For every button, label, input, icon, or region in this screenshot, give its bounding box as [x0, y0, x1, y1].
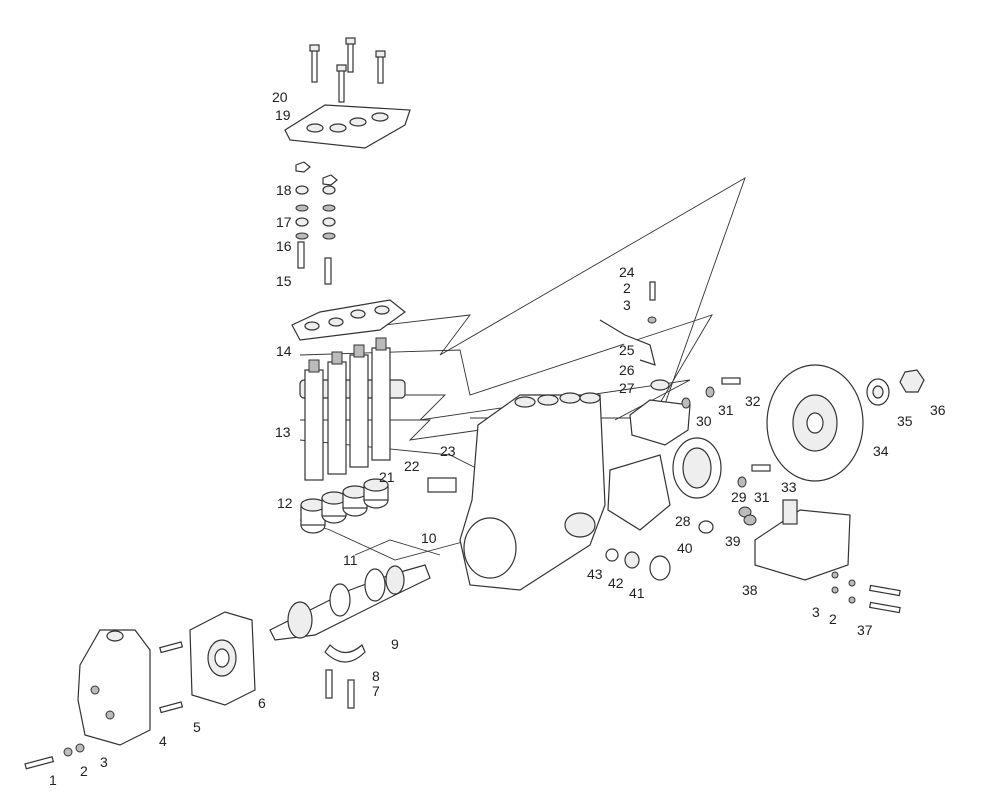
callout: 6 [258, 695, 266, 711]
callout: 39 [725, 533, 741, 549]
callout: 2 [80, 763, 88, 779]
callout: 33 [781, 479, 797, 495]
callout: 25 [619, 342, 635, 358]
callout: 15 [276, 273, 292, 289]
callout: 42 [608, 575, 624, 591]
callout: 31 [718, 402, 734, 418]
callout: 28 [675, 513, 691, 529]
governor-housing-4 [77, 629, 151, 746]
callout: 10 [421, 530, 437, 546]
callout-labels: 20 19 18 17 16 15 14 13 12 11 10 21 22 2… [49, 89, 946, 788]
valve-block-38 [698, 499, 901, 614]
bearing-bolts [324, 644, 366, 709]
covers [607, 397, 722, 531]
callout: 3 [100, 754, 108, 770]
callout: 3 [812, 604, 820, 620]
callout: 12 [277, 495, 293, 511]
callout: 29 [731, 489, 747, 505]
callout: 30 [696, 413, 712, 429]
callout: 31 [754, 489, 770, 505]
callout: 41 [629, 585, 645, 601]
plug-seals [605, 548, 671, 581]
callout: 21 [379, 469, 395, 485]
callout: 17 [276, 214, 292, 230]
pump-housing [427, 392, 606, 591]
callout: 2 [623, 280, 631, 296]
callout: 16 [276, 238, 292, 254]
callout: 26 [619, 362, 635, 378]
callout: 37 [857, 622, 873, 638]
flywheel-group [705, 364, 925, 488]
sensor-group [599, 281, 670, 391]
nuts-washers [295, 161, 338, 285]
callout: 3 [623, 297, 631, 313]
callout: 40 [677, 540, 693, 556]
callout: 5 [193, 719, 201, 735]
callout: 2 [829, 611, 837, 627]
bearing-plate-6 [159, 611, 256, 714]
callout: 19 [275, 107, 291, 123]
camshaft-9 [269, 564, 431, 641]
callout: 4 [159, 733, 167, 749]
callout: 43 [587, 566, 603, 582]
flanges-14 [291, 299, 406, 341]
callout: 11 [343, 552, 358, 568]
callout: 38 [742, 582, 758, 598]
pump-elements-13 [299, 337, 406, 481]
callout: 34 [873, 443, 889, 459]
callout: 9 [391, 636, 399, 652]
bolts-20 [309, 37, 386, 103]
fasteners-1-3 [24, 743, 85, 770]
callout: 1 [49, 772, 57, 788]
callout: 32 [745, 393, 761, 409]
callout: 14 [276, 343, 292, 359]
callout: 23 [440, 443, 456, 459]
callout: 24 [619, 264, 635, 280]
callout: 8 [372, 668, 380, 684]
tappets-12 [300, 478, 389, 534]
callout: 27 [619, 380, 635, 396]
callout: 7 [372, 683, 380, 699]
cover-plate-19 [284, 104, 411, 149]
callout: 20 [272, 89, 288, 105]
callout: 18 [276, 182, 292, 198]
callout: 36 [930, 402, 946, 418]
callout: 13 [275, 424, 291, 440]
callout: 22 [404, 458, 420, 474]
callout: 35 [897, 413, 913, 429]
